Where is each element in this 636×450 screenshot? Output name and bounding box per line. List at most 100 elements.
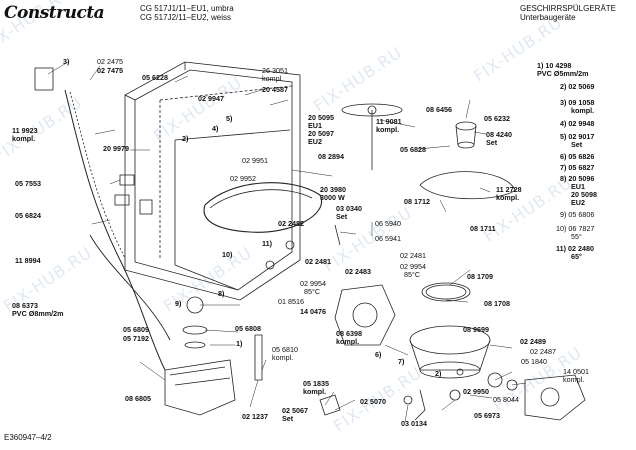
callout-label: 06 5941 — [375, 234, 401, 243]
parts-list-item: 6) 05 6826 — [560, 152, 595, 161]
callout-label: 05 8044 — [493, 395, 519, 404]
callout-label: 11) — [262, 239, 272, 248]
callout-label: 10) — [222, 250, 233, 259]
model-line-1: CG 517J1/11–EU1, umbra — [140, 4, 234, 13]
model-line-2: CG 517J2/11–EU2, weiss — [140, 13, 232, 22]
valve-block — [34, 67, 54, 91]
callout-label: 3) — [63, 57, 70, 66]
parts-list-item: 5) 02 9017 — [560, 132, 595, 141]
callout-label: 02 9947 — [198, 94, 224, 103]
callout-label: 05 6973 — [474, 411, 500, 420]
callout-label: 05 6824 — [15, 211, 41, 220]
callout-label: 02 9951 — [242, 156, 268, 165]
callout-label: 02 2475 — [97, 57, 123, 66]
seal-ring — [421, 282, 471, 302]
callout-label: 11 8994 — [15, 256, 41, 265]
callout-label: 05 6228 — [142, 73, 168, 82]
callout-label: 08 2894 — [318, 152, 344, 161]
parts-list-item: kompl. — [571, 106, 595, 115]
filter-cylinder — [455, 121, 477, 131]
callout-label: 02 2487 — [530, 347, 556, 356]
callout-label: 08 1709 — [467, 272, 493, 281]
callout-label: 02 9952 — [230, 174, 256, 183]
callout-label: 9) — [175, 299, 182, 308]
callout-label: 01 8516 — [278, 297, 304, 306]
callout-label: 20 9979 — [103, 144, 129, 153]
parts-list-item: 9) 05 6806 — [560, 210, 595, 219]
drain-pump — [524, 374, 586, 421]
heater-element — [203, 182, 323, 233]
callout-label: 7) — [398, 357, 405, 366]
callout-label: 06 5940 — [375, 219, 401, 228]
category-line-1: GESCHIRRSPÜLGERÄTE — [520, 4, 617, 13]
inlet-hose — [64, 89, 166, 371]
callout-label: 05 7192 — [123, 334, 149, 343]
document-id: E360947–4/2 — [4, 433, 52, 442]
callout-label: 05 6808 — [235, 324, 261, 333]
base-unit — [164, 359, 236, 416]
circulation-pump — [334, 284, 396, 346]
callout-label: 03 0134 — [401, 419, 427, 428]
callout-label: 08 6805 — [125, 394, 151, 403]
callout-label: 05 7553 — [15, 179, 41, 188]
callout-label: 05 6828 — [400, 145, 426, 154]
callout-label: 6) — [375, 350, 382, 359]
parts-list-item: 2) 02 5069 — [560, 82, 595, 91]
callout-label: 4) — [212, 124, 219, 133]
callout-label: 8) — [218, 289, 225, 298]
drain-hose — [89, 234, 171, 341]
callout-label: 02 7475 — [97, 66, 123, 75]
callout-label: 08 1711 — [470, 224, 496, 233]
callout-label: 14 0476 — [300, 307, 326, 316]
callout-label: 02 2482 — [278, 219, 304, 228]
callout-label: 20 4587 — [262, 85, 288, 94]
filter-plate — [419, 171, 516, 200]
callout-label: 02 2483 — [345, 267, 371, 276]
parts-list-item: 7) 05 6827 — [560, 163, 595, 172]
category-line-2: Unterbaugeräte — [520, 13, 576, 22]
door-seal — [159, 85, 293, 260]
callout-label: 08 1708 — [484, 299, 510, 308]
callout-label: 1) — [236, 339, 243, 348]
parts-list-item: 4) 02 9948 — [560, 119, 595, 128]
callout-label: 2) — [435, 369, 442, 378]
callout-label: 02 2489 — [520, 337, 546, 346]
parts-list-item: Set — [571, 140, 583, 149]
callout-label: 2) — [182, 134, 189, 143]
callout-label: 02 1237 — [242, 412, 268, 421]
callout-label: 5) — [226, 114, 233, 123]
callout-label: 05 6232 — [484, 114, 510, 123]
callout-label: 08 1712 — [404, 197, 430, 206]
callout-label: 02 9950 — [463, 387, 489, 396]
callout-label: 08 9699 — [463, 325, 489, 334]
parts-list-item: 3) 09 1058 — [560, 98, 595, 107]
callout-label: 08 6456 — [426, 105, 452, 114]
callout-label: 02 5070 — [360, 397, 386, 406]
brand-logo: Constructa — [4, 3, 105, 23]
callout-label: 05 1840 — [521, 357, 547, 366]
callout-label: 02 2481 — [400, 251, 426, 260]
callout-label: 05 6809 — [123, 325, 149, 334]
callout-label: 02 2481 — [305, 257, 331, 266]
